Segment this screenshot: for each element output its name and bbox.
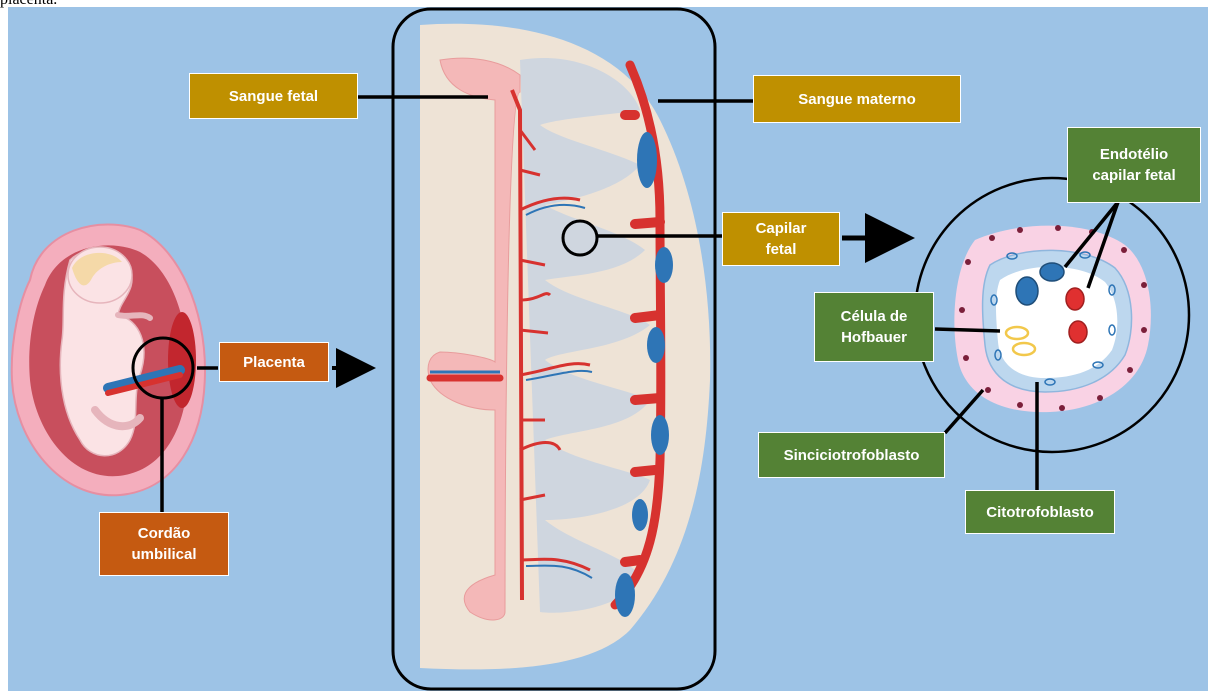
label-endotelio-line1: Endotélio <box>1100 144 1168 165</box>
label-sinciciotrofoblasto-text: Sinciciotrofoblasto <box>784 445 920 466</box>
label-hofbauer-line1: Célula de <box>841 306 908 327</box>
label-citotrofoblasto-text: Citotrofoblasto <box>986 502 1093 523</box>
label-capilar-fetal: Capilar fetal <box>722 212 840 266</box>
villus-cross-section-illustration <box>915 178 1189 452</box>
label-endotelio-capilar-fetal: Endotélio capilar fetal <box>1067 127 1201 203</box>
label-citotrofoblasto: Citotrofoblasto <box>965 490 1115 534</box>
label-cordao-line1: Cordão <box>138 523 191 544</box>
label-sangue-fetal: Sangue fetal <box>189 73 358 119</box>
label-hofbauer-line2: Hofbauer <box>841 327 907 348</box>
label-sinciciotrofoblasto: Sinciciotrofoblasto <box>758 432 945 478</box>
label-endotelio-line2: capilar fetal <box>1092 165 1175 186</box>
label-sangue-materno: Sangue materno <box>753 75 961 123</box>
label-capilar-fetal-line1: Capilar <box>756 218 807 239</box>
label-capilar-fetal-line2: fetal <box>766 239 797 260</box>
label-celula-de-hofbauer: Célula de Hofbauer <box>814 292 934 362</box>
label-cordao-line2: umbilical <box>131 544 196 565</box>
label-cordao-umbilical: Cordão umbilical <box>99 512 229 576</box>
placenta-cross-section-illustration <box>393 9 715 689</box>
label-placenta: Placenta <box>219 342 329 382</box>
label-sangue-fetal-text: Sangue fetal <box>229 86 318 107</box>
label-placenta-text: Placenta <box>243 352 305 373</box>
fetus-in-uterus-illustration <box>12 224 205 495</box>
label-sangue-materno-text: Sangue materno <box>798 89 916 110</box>
